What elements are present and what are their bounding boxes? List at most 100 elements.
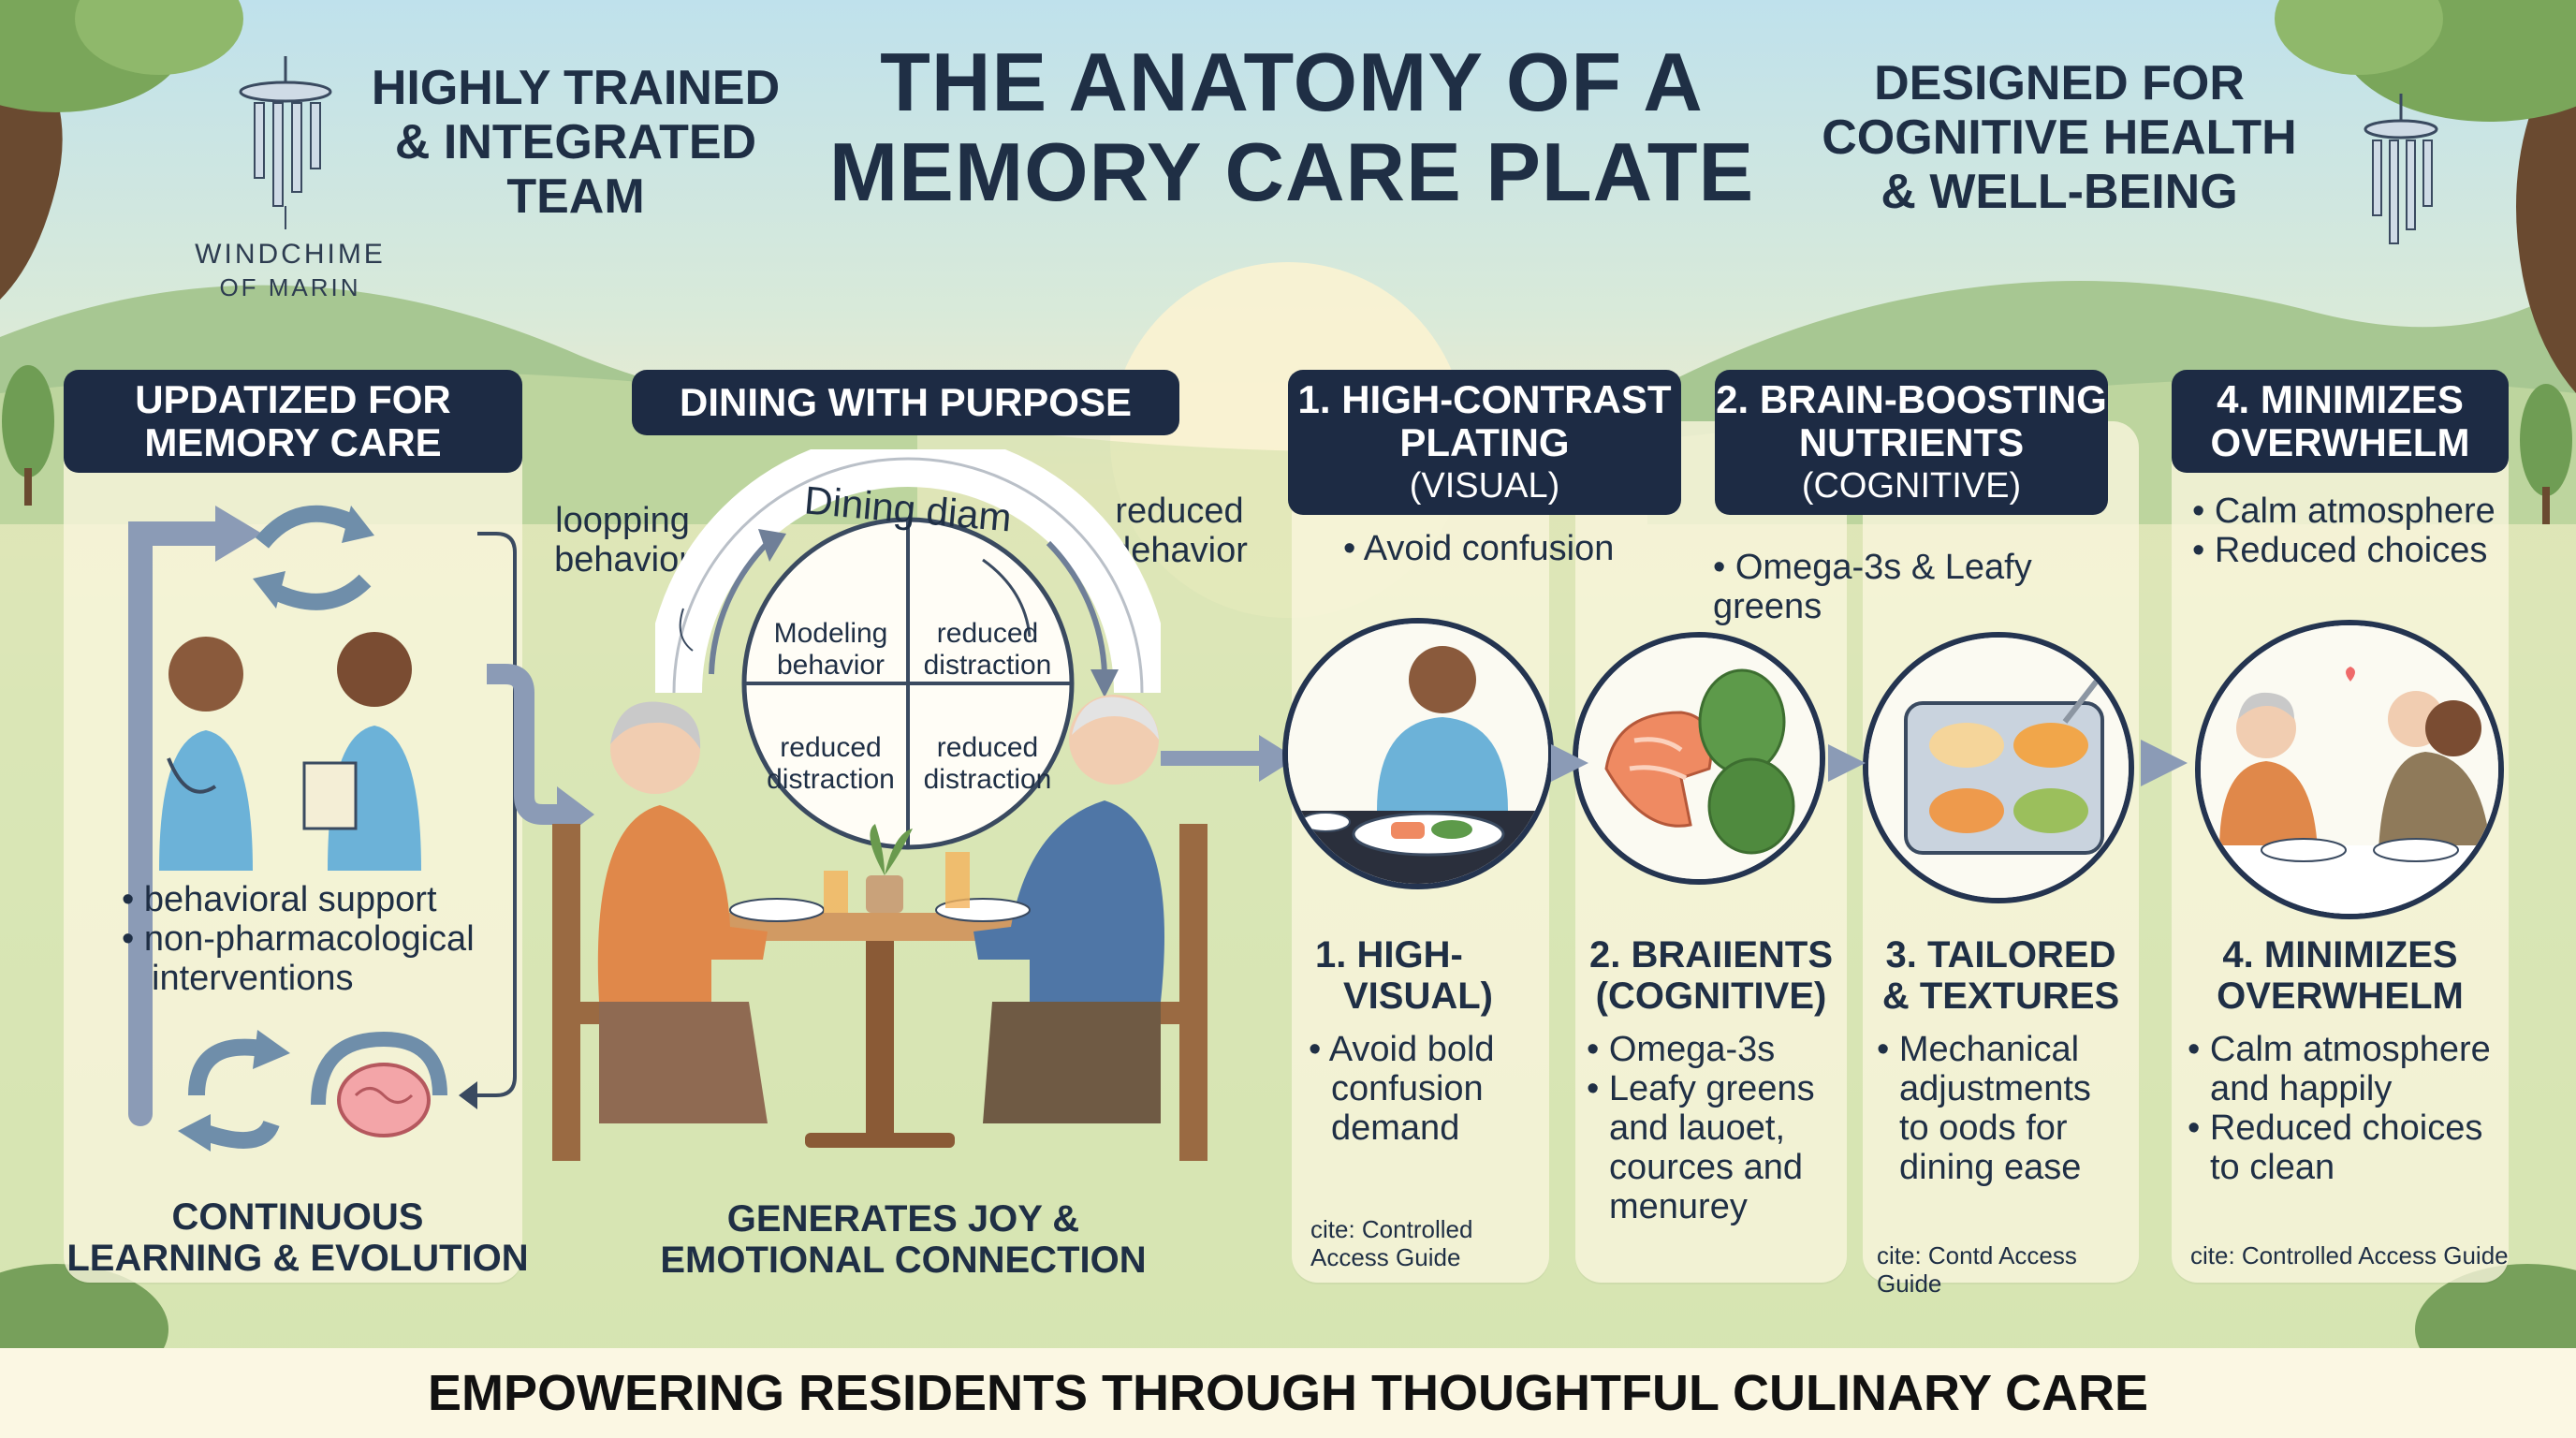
tab-line: 2. BRAIN-BOOSTING [1716, 376, 2107, 421]
quad-line: distraction [923, 650, 1052, 681]
bullet-item-continued: and happily [2210, 1069, 2393, 1108]
flow-arrow [1161, 735, 1296, 782]
cite-line: Access Guide [1310, 1243, 1461, 1271]
quad-line: behavior [776, 650, 886, 681]
step2-bullets: Omega-3s Leafy greens and lauoet, cource… [1587, 1030, 1849, 1226]
calm-dining-illustration [2201, 625, 2498, 914]
tab-line: 1. HIGH-CONTRAST [1297, 376, 1672, 421]
bullet-item-continued: to clean [2210, 1148, 2335, 1187]
bullet-item-continued: and lauoet, [1609, 1108, 1786, 1148]
heading-line: (COGNITIVE) [1595, 976, 1827, 1017]
quad-line: reduced [936, 732, 1039, 763]
note-line: loopping [555, 501, 690, 540]
heading-line: & TEXTURES [1881, 976, 2120, 1017]
page-title: THE ANATOMY OF A MEMORY CARE PLATE [777, 37, 1807, 217]
step1-heading: 1. HIGH- VISUAL) [1292, 934, 1526, 1017]
step1-bullets: Avoid bold confusion demand [1309, 1030, 1552, 1148]
footer-line: EMOTIONAL CONNECTION [660, 1240, 1147, 1281]
right-heading-line: COGNITIVE HEALTH [1822, 110, 2297, 165]
quadrant-top-right: reduced distraction [908, 618, 1067, 682]
quad-line: reduced [936, 618, 1039, 649]
right-heading-line: & WELL-BEING [1881, 165, 2238, 219]
tab-line: UPDATIZED FOR [135, 377, 451, 421]
logo-sub: OF MARIN [219, 273, 361, 301]
tab-line: MEMORY CARE [144, 420, 442, 464]
residents-dining-illustration [552, 695, 1208, 1161]
logo-name: WINDCHIME [195, 239, 386, 270]
left-panel-tab: UPDATIZED FOR MEMORY CARE [64, 370, 522, 473]
bullet-item-continued: adjustments [1899, 1069, 2091, 1108]
bullet-item-continued: cources and [1609, 1148, 1804, 1187]
step4-top-bullets: Calm atmosphere Reduced choices [2192, 492, 2510, 570]
note-line: behavior [554, 540, 691, 580]
bullet-item: Omega-3s [1587, 1030, 1849, 1069]
step2-top-bullet: Omega-3s & Leafy greens [1713, 548, 2134, 626]
left-bullets: behavioral support non-pharmacological i… [122, 880, 515, 998]
heading-line: 4. MINIMIZES [2222, 934, 2458, 976]
bullet-item: behavioral support [122, 880, 515, 919]
flow-arrow [1551, 744, 1588, 782]
heading-line: VISUAL) [1343, 976, 1493, 1017]
step4-heading: 4. MINIMIZES OVERWHELM [2172, 934, 2509, 1017]
step3-cite: cite: Contd Access Guide [1877, 1241, 2077, 1298]
left-note: loopping behavior [543, 501, 702, 580]
windchime-right-icon [2364, 94, 2438, 244]
quadrant-bottom-left: reduced distraction [754, 732, 908, 796]
bullet-item-continued: demand [1331, 1108, 1460, 1148]
step-tab-2: 2. BRAIN-BOOSTING NUTRIENTS (COGNITIVE) [1715, 370, 2108, 515]
right-heading-line: DESIGNED FOR [1874, 56, 2245, 110]
quad-line: distraction [923, 764, 1052, 795]
bullet-item: Calm atmosphere [2192, 492, 2510, 531]
bullet-item-continued: confusion [1331, 1069, 1484, 1108]
step1-top-bullet: Avoid confusion [1343, 529, 1680, 568]
left-footer: CONTINUOUS LEARNING & EVOLUTION [64, 1196, 532, 1279]
bullet-item: Reduced choices [2188, 1108, 2506, 1148]
atmosphere-circle [2195, 620, 2504, 919]
brain-cycle-icon [178, 1030, 447, 1152]
quad-line: Modeling [773, 618, 888, 649]
tab-line: NUTRIENTS [1798, 419, 2025, 464]
bullet-item: Avoid bold [1309, 1030, 1552, 1069]
heading-line: OVERWHELM [2217, 976, 2464, 1017]
quad-line: reduced [780, 732, 882, 763]
tab-subline: (COGNITIVE) [1801, 465, 2022, 506]
nutrients-circle [1573, 632, 1825, 885]
plating-circle [1282, 618, 1554, 889]
center-tab: DINING WITH PURPOSE [632, 370, 1179, 435]
dining-diagram [655, 449, 1161, 850]
note-line: reduced [1115, 492, 1244, 531]
chef-plating-illustration [1288, 624, 1548, 884]
heading-line: 1. HIGH- [1315, 934, 1463, 976]
left-heading: HIGHLY TRAINED & INTEGRATED TEAM [370, 61, 782, 224]
left-heading-line: HIGHLY TRAINED [371, 61, 781, 115]
bullet-item: Mechanical [1877, 1030, 2139, 1069]
footer-line: GENERATES JOY & [726, 1198, 1080, 1240]
flow-arrow [1828, 744, 1866, 782]
step4-cite: cite: Controlled Access Guide [2190, 1241, 2509, 1269]
step-tab-1: 1. HIGH-CONTRAST PLATING (VISUAL) [1288, 370, 1681, 515]
bullet-item: Reduced choices [2192, 531, 2510, 570]
quadrant-top-left: Modeling behavior [754, 618, 908, 682]
bullet-item-continued: menurey [1609, 1187, 1748, 1226]
step-tab-4: 4. MINIMIZES OVERWHELM [2172, 370, 2509, 473]
step1-cite: cite: Controlled Access Guide [1310, 1215, 1544, 1271]
footer-line: CONTINUOUS [171, 1196, 424, 1238]
textures-circle [1863, 632, 2134, 903]
step4-bullets: Calm atmosphere and happily Reduced choi… [2188, 1030, 2506, 1187]
title-line: THE ANATOMY OF A [880, 36, 1704, 128]
salmon-greens-illustration [1578, 638, 1820, 879]
step2-heading: 2. BRAIIENTS (COGNITIVE) [1575, 934, 1847, 1017]
cite-line: cite: Controlled [1310, 1215, 1473, 1243]
bullet-item: non-pharmacological [122, 919, 515, 959]
right-heading: DESIGNED FOR COGNITIVE HEALTH & WELL-BEI… [1807, 56, 2312, 219]
bullet-item-continued: dining ease [1899, 1148, 2082, 1187]
tab-line: 4. MINIMIZES [2217, 377, 2464, 421]
center-footer: GENERATES JOY & EMOTIONAL CONNECTION [627, 1198, 1179, 1281]
heading-line: 3. TAILORED [1885, 934, 2116, 976]
bullet-item-continued: interventions [152, 959, 354, 998]
heading-line: 2. BRAIIENTS [1588, 934, 1834, 976]
bullet-item: Calm atmosphere [2188, 1030, 2506, 1069]
left-heading-line: TEAM [506, 169, 645, 224]
bullet-item: Leafy greens [1587, 1069, 1849, 1108]
two-caregivers-illustration [159, 632, 421, 871]
